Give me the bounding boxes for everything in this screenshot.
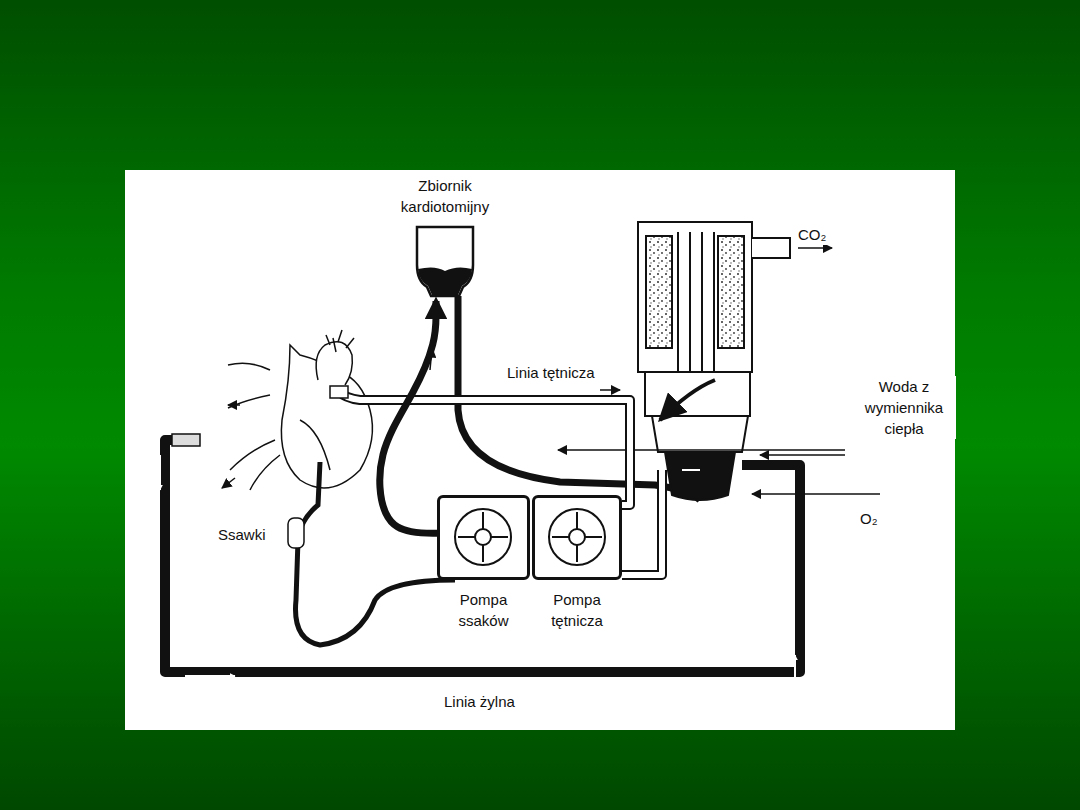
reservoir-outflow-part: [480, 440, 500, 460]
reservoir-body: [417, 227, 473, 296]
oxygenator: [638, 222, 790, 500]
pump-rotors-part: [455, 509, 511, 565]
cardiotomy-reservoir: Zbiornik kardiotomijny: [415, 225, 475, 297]
pump-rotors-part: [475, 529, 491, 545]
venous-line-part: [165, 431, 200, 433]
oxygenator-part: [638, 222, 752, 372]
arterial-pump: Pompa tętnicza: [532, 495, 622, 580]
pump-rotors-part: [458, 512, 508, 562]
arterial-line-part: [600, 389, 620, 391]
suction-pump: Pompa ssaków: [437, 495, 530, 580]
pump-rotors-part: [552, 512, 602, 562]
sucker-tube-part: [300, 610, 310, 630]
heart-part: [300, 420, 330, 470]
arterial-line-part: [330, 386, 348, 398]
oxygenator-part: [660, 380, 715, 420]
suction-return-line: [380, 301, 437, 533]
venous-line-part: [172, 434, 200, 446]
line-label: Linia żylna: [442, 691, 517, 712]
heart-part: [228, 363, 280, 490]
oxygenator-part: [645, 372, 750, 416]
gas-water-lines: [558, 248, 880, 494]
part-label: Ssawki: [216, 524, 268, 545]
reservoir-blood: [418, 267, 472, 295]
oxygenator-part: [752, 238, 790, 258]
node-label: Pompa tętnicza: [535, 589, 619, 631]
gas-label: CO₂: [796, 224, 828, 245]
heart-part: [316, 342, 352, 385]
pump-rotors: [455, 509, 605, 565]
heart-part: [222, 478, 235, 488]
heart-part: [228, 404, 240, 406]
pump-rotors-part: [569, 529, 585, 545]
line-label: Linia tętnicza: [505, 362, 597, 383]
gas-water-lines-part: [558, 449, 845, 451]
sucker-tube-part: [288, 518, 304, 548]
gas-water-lines-part: [752, 493, 880, 495]
reservoir-outline: [415, 225, 475, 297]
arterial-line-part: [622, 470, 662, 575]
gas-water-lines-part: [798, 247, 832, 249]
arterial-line-part: [622, 470, 662, 575]
venous-line-part: [185, 675, 235, 677]
venous-line-part: [159, 455, 161, 490]
oxygenator-part: [682, 469, 700, 471]
venous-line: [160, 432, 800, 690]
oxygenator-part: [646, 236, 672, 348]
oxygenator-part: [718, 236, 744, 348]
water-label: Woda z wymiennika ciepła: [852, 376, 956, 439]
heart: [222, 330, 372, 490]
gas-water-lines-part: [760, 454, 845, 456]
venous-line-part: [794, 655, 796, 690]
oxygenator-part: [665, 452, 735, 500]
pump-rotors-part: [549, 509, 605, 565]
node-label: Pompa ssaków: [447, 589, 521, 631]
heart-part: [326, 330, 354, 352]
oxygenator-part: [652, 416, 748, 452]
gas-label: O₂: [858, 508, 880, 529]
node-label: Zbiornik kardiotomijny: [383, 175, 507, 217]
sucker-tube-part: [296, 462, 456, 645]
sucker-tube: [288, 462, 455, 645]
